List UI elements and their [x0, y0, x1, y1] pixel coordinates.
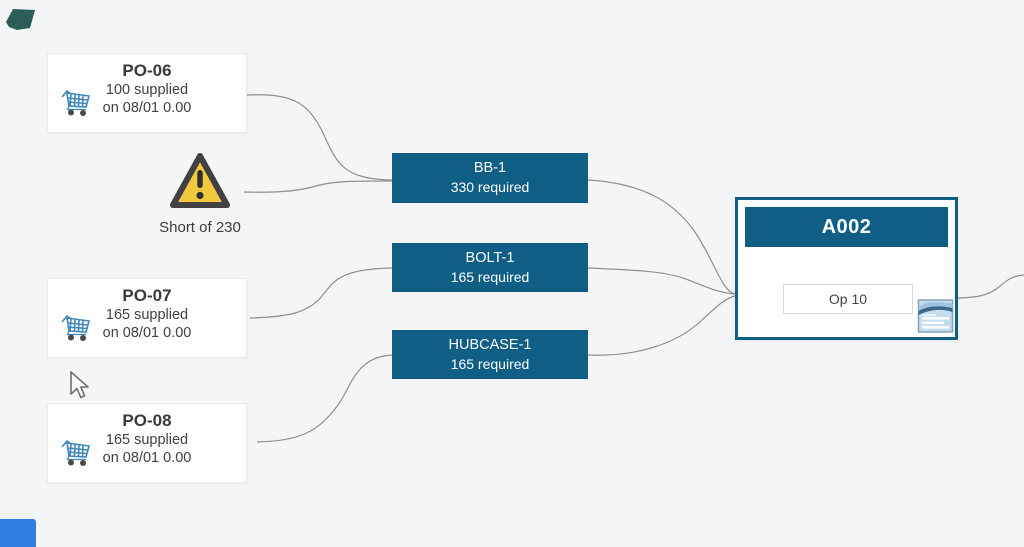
po-supplied-qty: 100 supplied: [105, 82, 189, 98]
po-card-po06[interactable]: PO-06 100 supplied on 08/01 0.00: [47, 53, 247, 133]
item-code: HUBCASE-1: [448, 337, 532, 353]
operation-title: A002: [745, 207, 948, 247]
shortage-label: Short of 230: [159, 219, 241, 236]
wire-a002-out: [952, 274, 1024, 299]
edge-fragment-bottom-left: [0, 519, 36, 547]
requirement-box-bolt1[interactable]: BOLT-1 165 required: [392, 243, 588, 292]
warning-triangle-icon: [170, 153, 230, 208]
po-supplied-date: on 08/01 0.00: [102, 325, 192, 341]
operation-node-a002[interactable]: A002 Op 10: [735, 197, 958, 340]
po-supplied-qty: 165 supplied: [105, 432, 189, 448]
shortage-warning-node[interactable]: Short of 230: [150, 150, 250, 242]
required-qty: 165 required: [450, 356, 530, 372]
wire-warning-bb1: [243, 180, 393, 193]
shopping-cart-icon: [61, 89, 91, 116]
po-supplied-date: on 08/01 0.00: [102, 100, 192, 116]
operation-step-op10[interactable]: Op 10: [783, 284, 913, 314]
po-title: PO-06: [122, 61, 172, 80]
po-title: PO-07: [122, 286, 172, 305]
wire-bb1-a002: [587, 179, 736, 295]
requirement-box-hubcase1[interactable]: HUBCASE-1 165 required: [392, 330, 588, 379]
po-card-po07[interactable]: PO-07 165 supplied on 08/01 0.00: [47, 278, 247, 358]
edge-fragment-top-left: [6, 9, 35, 30]
shopping-cart-icon: [61, 314, 91, 341]
shopping-cart-icon: [61, 439, 91, 466]
wire-po06-bb1: [246, 94, 393, 181]
routing-document-icon[interactable]: [917, 296, 955, 334]
po-supplied-qty: 165 supplied: [105, 307, 189, 323]
required-qty: 165 required: [450, 269, 530, 285]
mouse-cursor: [70, 371, 89, 399]
required-qty: 330 required: [450, 179, 530, 195]
po-supplied-date: on 08/01 0.00: [102, 450, 192, 466]
wire-po08-hubcase1: [256, 354, 393, 443]
wire-bolt1-a002: [587, 267, 736, 295]
po-title: PO-08: [122, 411, 172, 430]
item-code: BOLT-1: [465, 250, 515, 266]
wire-hubcase1-a002: [587, 295, 736, 356]
po-card-po08[interactable]: PO-08 165 supplied on 08/01 0.00: [47, 403, 247, 483]
item-code: BB-1: [473, 160, 507, 176]
requirement-box-bb1[interactable]: BB-1 330 required: [392, 153, 588, 203]
wire-po07-bolt1: [249, 267, 393, 319]
